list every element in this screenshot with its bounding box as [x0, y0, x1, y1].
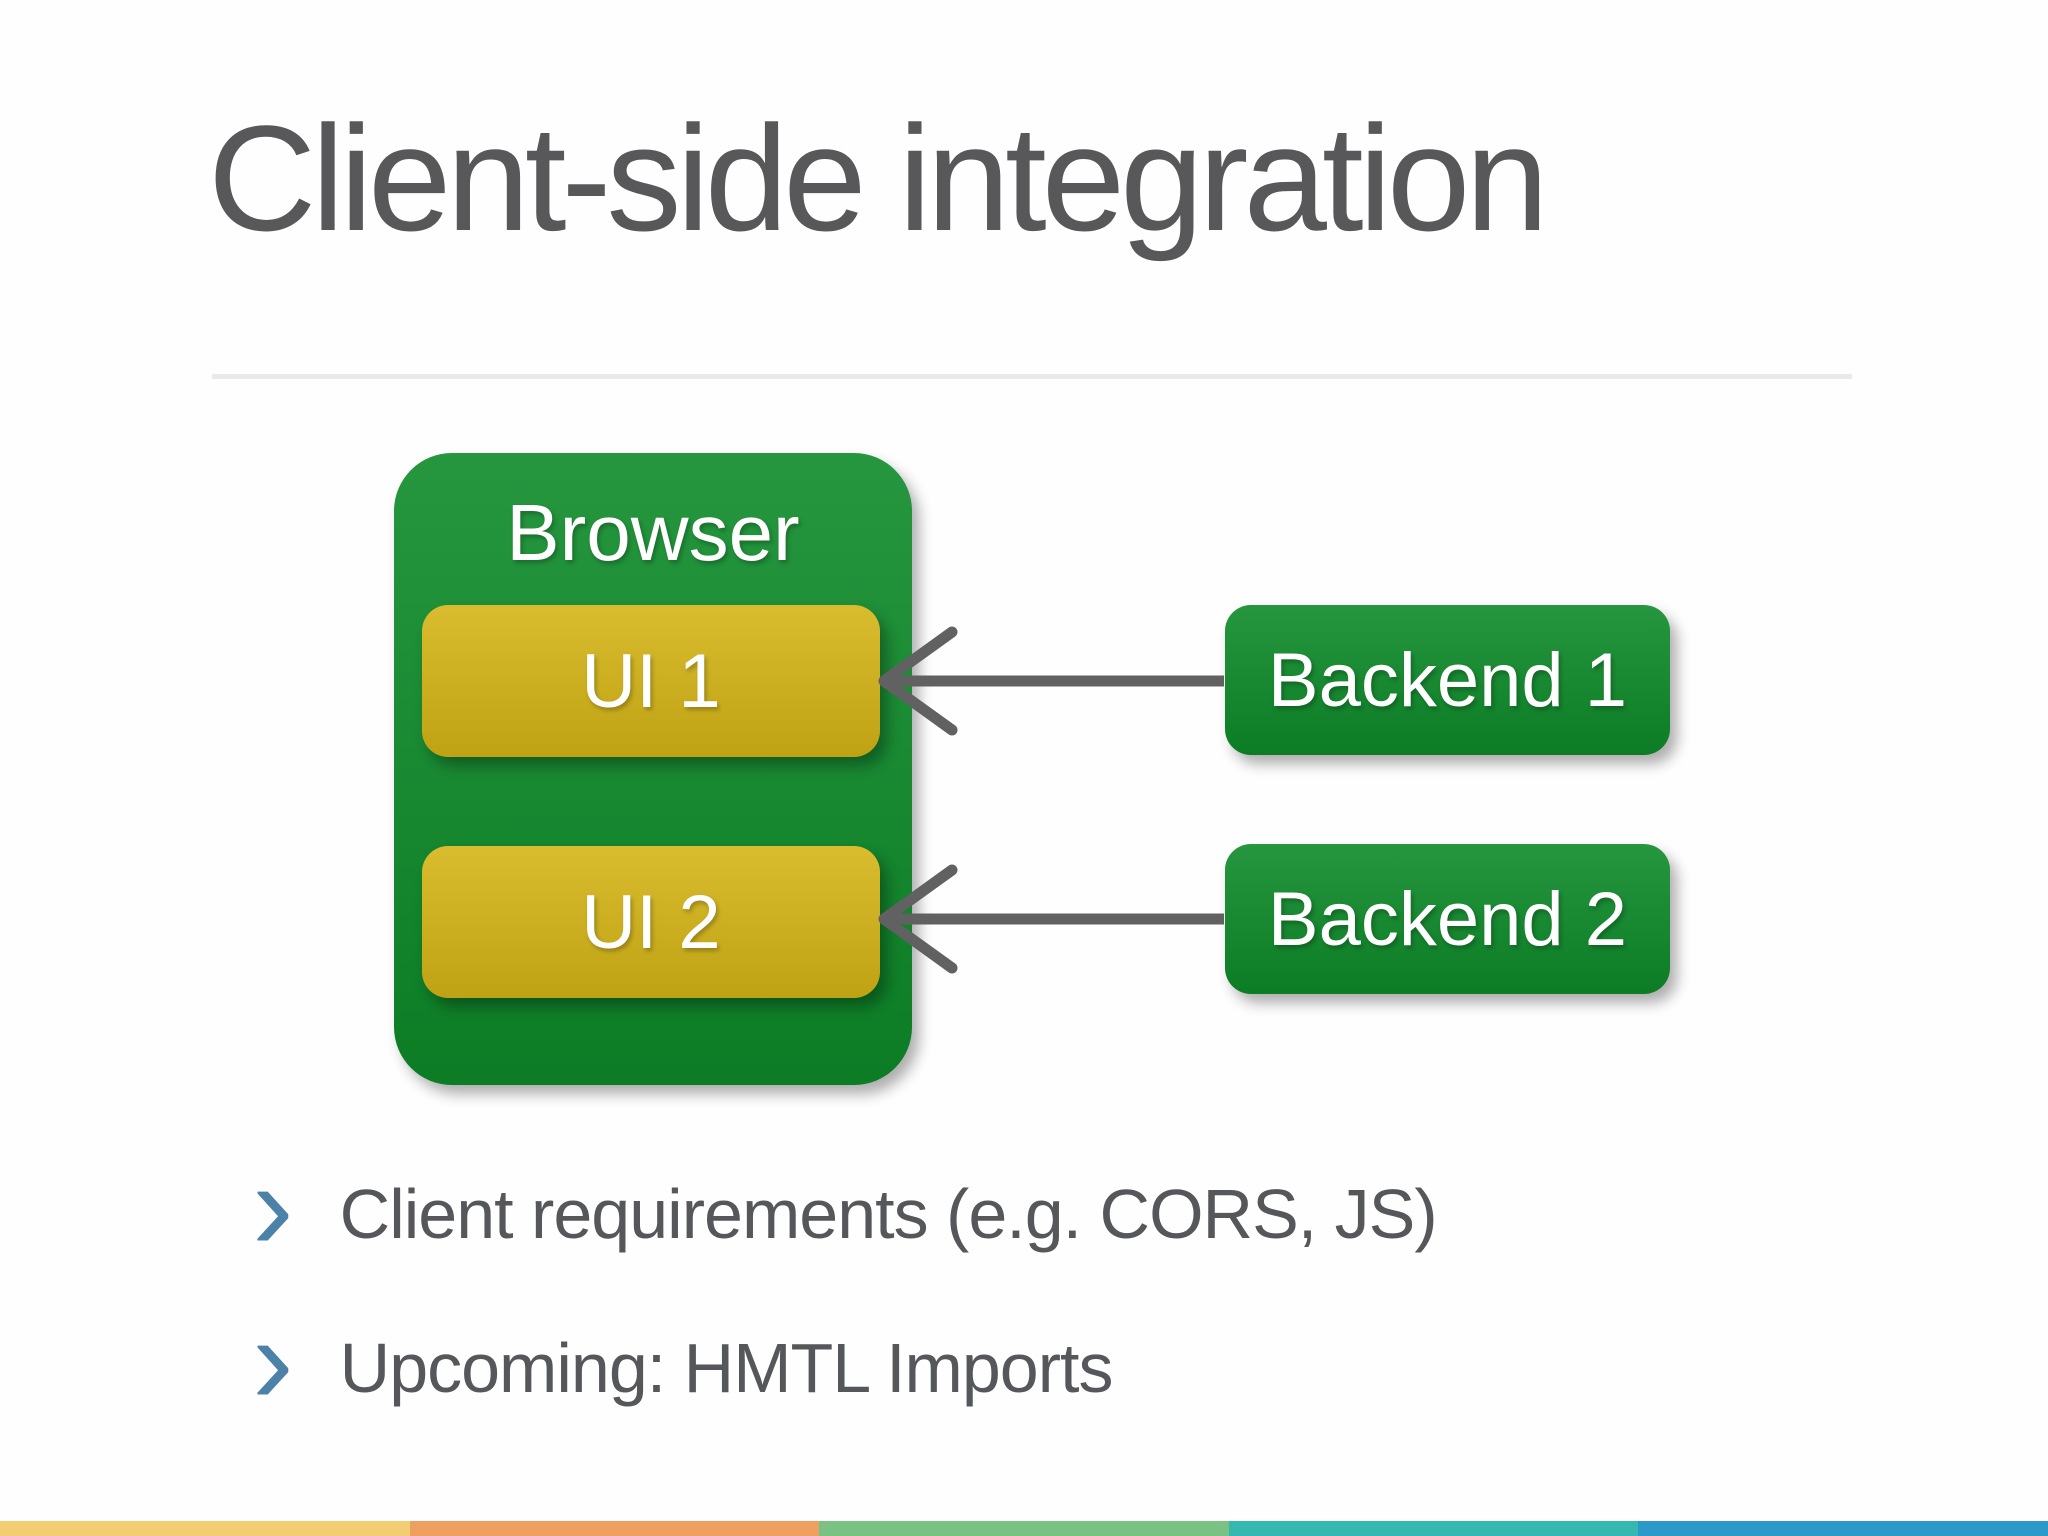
footer-segment-blue: [1638, 1521, 2048, 1536]
footer-segment-orange: [409, 1521, 820, 1536]
title-separator: [212, 374, 1852, 379]
ui1-box: UI 1: [422, 605, 880, 757]
slide-title: Client-side integration: [208, 94, 1549, 262]
footer-segment-teal: [1228, 1521, 1639, 1536]
arrow-backend2-to-ui2: [878, 864, 1224, 974]
arrow-head: [878, 864, 958, 974]
footer-segment-green: [819, 1521, 1229, 1536]
bullet-chevron-icon: ›: [252, 1137, 294, 1276]
bullet-item: › Upcoming: HMTL Imports: [252, 1298, 1114, 1423]
footer-color-bar: [0, 1521, 2048, 1536]
footer-segment-yellow: [0, 1521, 410, 1536]
arrow-head: [878, 626, 958, 736]
browser-box: Browser UI 1 UI 2: [394, 453, 912, 1085]
bullet-text: Upcoming: HMTL Imports: [339, 1329, 1114, 1407]
ui1-label: UI 1: [581, 638, 721, 724]
ui2-label: UI 2: [581, 879, 721, 965]
bullet-chevron-icon: ›: [252, 1291, 294, 1430]
bullet-item: › Client requirements (e.g. CORS, JS): [252, 1144, 1438, 1269]
backend2-box: Backend 2: [1225, 844, 1670, 994]
arrow-backend1-to-ui1: [878, 626, 1224, 736]
browser-label: Browser: [506, 488, 800, 577]
bullet-text: Client requirements (e.g. CORS, JS): [339, 1175, 1438, 1253]
backend1-label: Backend 1: [1267, 637, 1628, 723]
backend1-box: Backend 1: [1225, 605, 1670, 755]
backend2-label: Backend 2: [1267, 876, 1628, 962]
ui2-box: UI 2: [422, 846, 880, 998]
